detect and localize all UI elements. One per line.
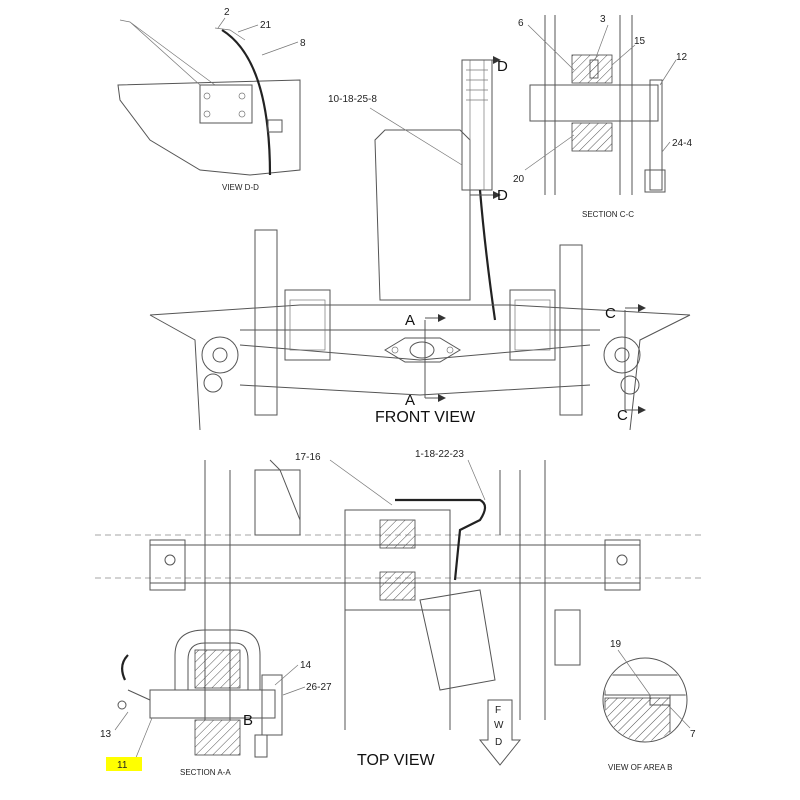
callout-15: 15 xyxy=(634,36,646,47)
section-aa-caption: SECTION A-A xyxy=(180,768,231,777)
callout-10-18-25-8: 10-18-25-8 xyxy=(328,94,377,105)
section-cc xyxy=(524,15,677,195)
callout-7: 7 xyxy=(690,729,696,740)
callout-17-16: 17-16 xyxy=(295,452,321,463)
section-letter-a-bottom: A xyxy=(405,392,415,409)
fwd-letter-f: F xyxy=(495,705,501,716)
front-view-caption: FRONT VIEW xyxy=(375,409,476,426)
view-dd-caption: VIEW D-D xyxy=(222,183,259,192)
callout-1-18-22-23: 1-18-22-23 xyxy=(415,449,464,460)
callout-19: 19 xyxy=(610,639,622,650)
callout-3: 3 xyxy=(600,14,606,25)
section-letter-c-top: C xyxy=(605,305,616,322)
view-dd xyxy=(117,17,301,176)
callout-24-4: 24-4 xyxy=(672,138,692,149)
callout-8: 8 xyxy=(300,38,306,49)
front-view-drawing xyxy=(149,56,691,431)
callout-26-27: 26-27 xyxy=(306,682,332,693)
callout-20: 20 xyxy=(513,174,525,185)
top-view-drawing xyxy=(95,459,705,766)
callout-14: 14 xyxy=(300,660,312,671)
fwd-letter-d: D xyxy=(495,737,502,748)
callout-21: 21 xyxy=(260,20,272,31)
section-letter-a-top: A xyxy=(405,312,415,329)
section-letter-b: B xyxy=(243,712,253,729)
callout-13: 13 xyxy=(100,729,112,740)
callout-12: 12 xyxy=(676,52,688,63)
section-aa xyxy=(114,629,306,761)
callout-6: 6 xyxy=(518,18,524,29)
section-letter-c-bottom: C xyxy=(617,407,628,424)
callout-11-highlight xyxy=(106,757,142,771)
top-view-caption: TOP VIEW xyxy=(357,752,436,769)
callout-11: 11 xyxy=(117,760,128,771)
section-letter-d-bottom: D xyxy=(497,187,508,204)
fwd-letter-w: W xyxy=(494,720,504,731)
view-area-b-caption: VIEW OF AREA B xyxy=(608,763,672,772)
section-letter-d-top: D xyxy=(497,58,508,75)
view-area-b xyxy=(602,649,691,743)
callout-2: 2 xyxy=(224,7,230,18)
section-cc-caption: SECTION C-C xyxy=(582,210,634,219)
